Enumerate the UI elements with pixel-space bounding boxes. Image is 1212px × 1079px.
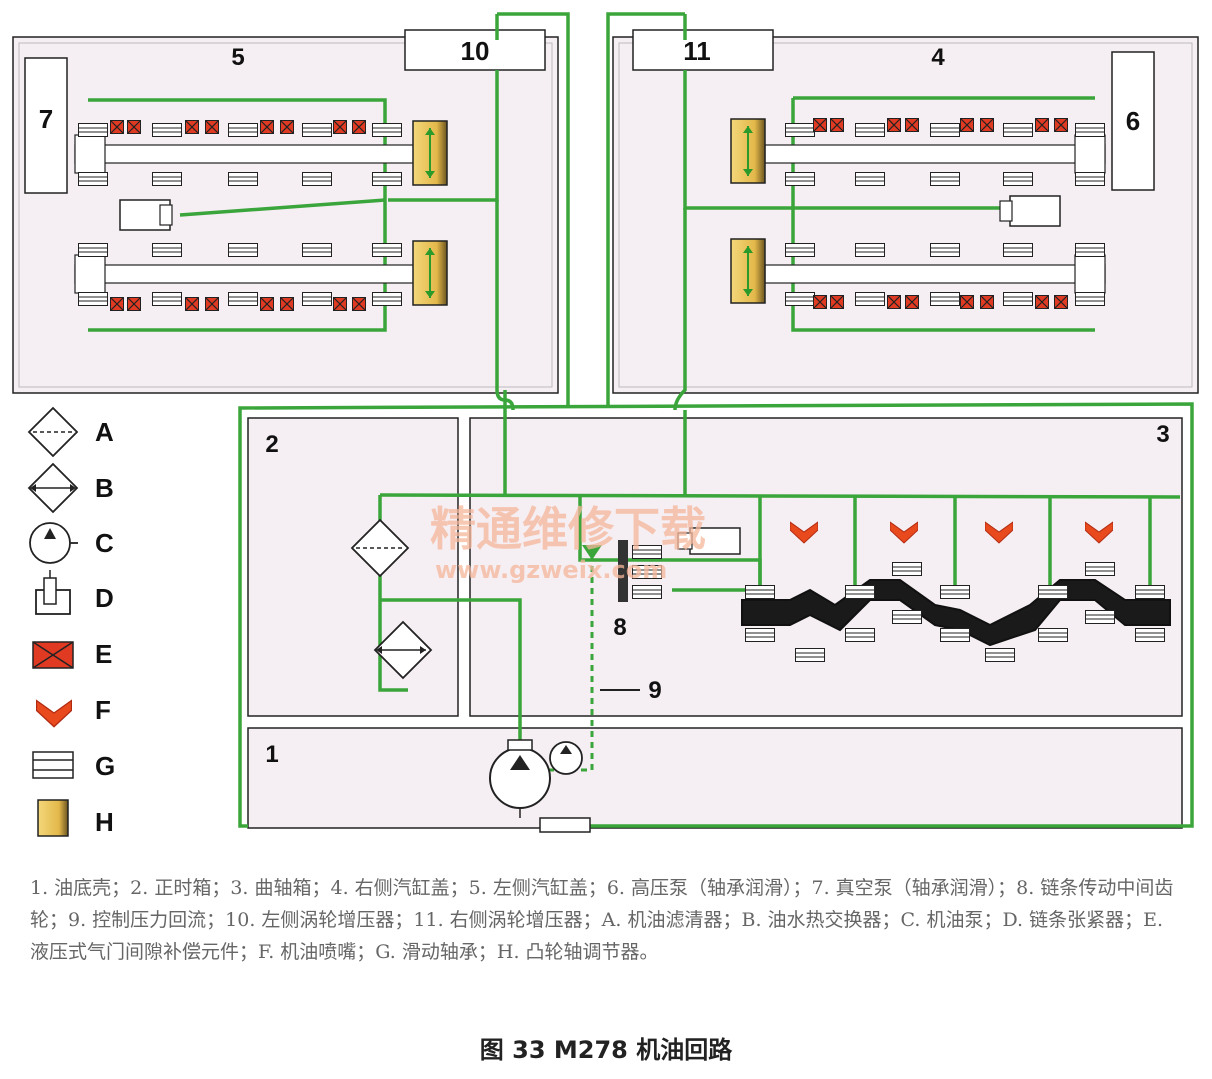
oil-water-heat-exchanger	[373, 620, 433, 680]
right-turbocharger	[632, 29, 774, 71]
left-chain-tensioner	[119, 199, 173, 231]
right-exhaust-camshaft	[730, 238, 1106, 309]
left-turbocharger	[404, 29, 546, 71]
figure-caption: 1. 油底壳；2. 正时箱；3. 曲轴箱；4. 右侧汽缸盖；5. 左侧汽缸盖；6…	[30, 877, 1174, 963]
left-cylinder-head-panel	[12, 36, 559, 394]
label-right-cylinder-head: 4	[931, 44, 945, 71]
legend-label-b: B	[95, 473, 114, 503]
legend-label-f: F	[95, 695, 111, 725]
right-intake-camshaft	[730, 118, 1106, 186]
camshaft-adjuster-icon	[37, 799, 69, 837]
left-intake-camshaft	[74, 120, 448, 186]
vacuum-pump	[24, 57, 68, 194]
label-timing-case: 2	[265, 431, 278, 458]
watermark-url: www.gzweix.com	[435, 556, 667, 584]
chain-tensioner-icon	[35, 570, 71, 615]
left-exhaust-camshaft	[74, 240, 448, 311]
right-cylinder-head-panel	[612, 36, 1199, 394]
legend-label-a: A	[95, 417, 114, 447]
crankcase-chain-tensioner	[677, 527, 741, 555]
label-crankcase: 3	[1156, 421, 1169, 448]
plain-bearing-icon	[32, 751, 74, 779]
right-chain-tensioner	[999, 195, 1061, 227]
label-vacuum-pump: 7	[39, 104, 53, 134]
legend-item-f: F	[36, 695, 111, 728]
label-oil-sump: 1	[265, 741, 278, 768]
label-chain-idler-gear: 8	[613, 614, 626, 641]
label-right-turbocharger: 11	[683, 36, 711, 66]
high-pressure-pump	[1111, 51, 1155, 191]
label-high-pressure-pump: 6	[1126, 106, 1140, 136]
legend-item-b: B	[27, 462, 114, 514]
legend: A B C D	[27, 406, 115, 837]
crankcase-panel	[469, 417, 1183, 717]
oil-sump-panel	[247, 727, 1183, 829]
label-left-turbocharger: 10	[461, 36, 490, 66]
label-left-cylinder-head: 5	[231, 44, 244, 71]
chain-idler-gear	[618, 540, 662, 602]
legend-item-e: E	[32, 639, 112, 669]
legend-label-c: C	[95, 528, 114, 558]
legend-item-d: D	[35, 570, 114, 615]
label-pressure-return: 9	[648, 677, 661, 704]
watermark-title: 精通维修下载	[430, 502, 706, 556]
oil-spray-nozzle-icon	[36, 699, 72, 728]
oil-pump-icon	[29, 522, 78, 564]
oil-circuit-diagram: 10 11 5 4 7 6 2 3 8 9 1 A B C	[12, 12, 1199, 837]
oil-pump	[489, 739, 591, 833]
oil-filter-icon	[27, 406, 79, 458]
hydraulic-lash-adjuster-icon	[32, 641, 74, 669]
timing-case-panel	[247, 417, 459, 717]
legend-label-d: D	[95, 583, 114, 613]
legend-label-h: H	[95, 807, 114, 837]
legend-item-a: A	[27, 406, 114, 458]
legend-item-g: G	[32, 751, 115, 781]
oil-lines	[88, 12, 1194, 828]
legend-label-e: E	[95, 639, 112, 669]
legend-label-g: G	[95, 751, 115, 781]
oil-filter	[350, 518, 410, 578]
figure-title: 图 33 M278 机油回路	[479, 1036, 733, 1064]
legend-item-h: H	[37, 799, 114, 837]
legend-item-c: C	[29, 522, 114, 564]
